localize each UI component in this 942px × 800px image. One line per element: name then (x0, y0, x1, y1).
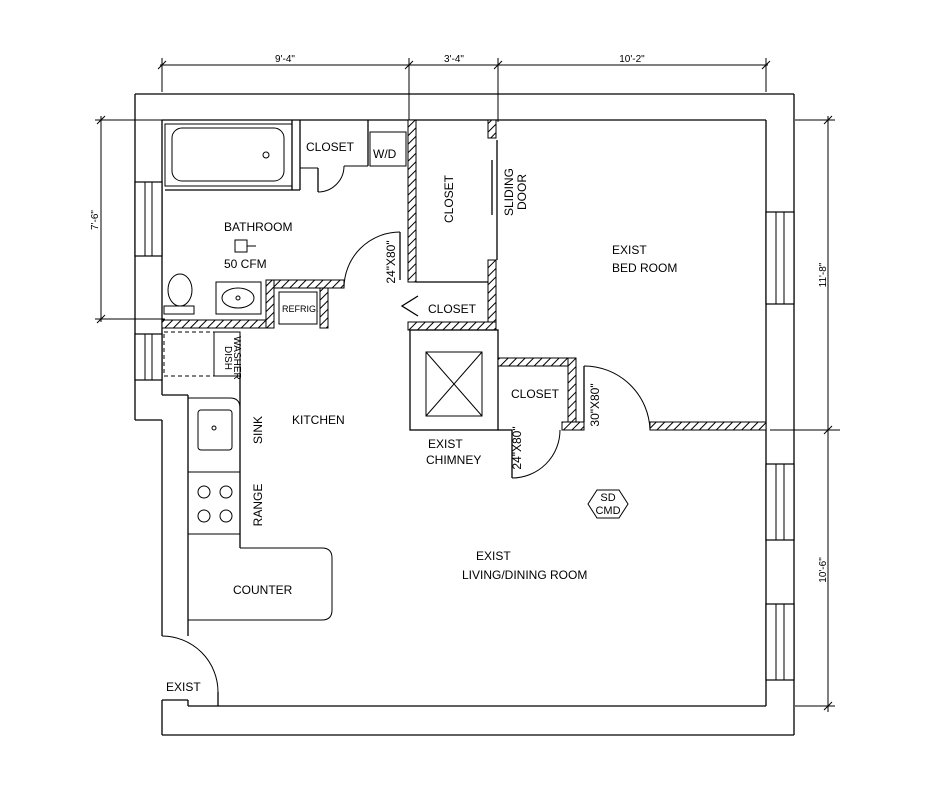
label-counter: COUNTER (233, 583, 293, 597)
label-wd: W/D (373, 147, 397, 161)
exhaust-fan (234, 239, 256, 253)
label-closet-chimney: CLOSET (511, 387, 560, 401)
entry-door-swing (161, 635, 219, 693)
chimney-closet-right-wall (567, 357, 577, 429)
bath-door-swing (343, 231, 401, 289)
dim-left: 7'-6" (90, 210, 101, 230)
label-door: DOOR (515, 174, 529, 210)
label-sliding: SLIDING (502, 168, 516, 216)
label-bedroom-door: 30"X80" (588, 383, 602, 426)
refrig-wall-top (273, 279, 345, 289)
label-bathroom: BATHROOM (224, 220, 292, 234)
dim-top-2: 3'-4" (444, 54, 464, 65)
dim-right-upper: 11'-8" (818, 262, 829, 287)
bedroom-bottom-wall (649, 421, 767, 431)
label-entry: EXIST (166, 680, 201, 694)
window-right-2 (765, 463, 795, 541)
refrig-wall-right (319, 287, 329, 329)
dim-top-3: 10'-2" (619, 54, 645, 65)
label-bedroom-exist: EXIST (612, 243, 647, 257)
label-range: RANGE (251, 484, 265, 527)
label-living-exist: EXIST (476, 549, 511, 563)
smoke-detector (587, 489, 629, 519)
hall-closet-left-wall (407, 119, 417, 283)
label-chimney: CHIMNEY (426, 453, 481, 467)
entry-closet-door (400, 295, 419, 317)
label-cmd: CMD (595, 505, 620, 517)
closet-door-swing (511, 429, 561, 479)
counter (188, 547, 333, 621)
chimney-closet-top-wall (497, 357, 577, 367)
label-fan: 50 CFM (224, 257, 267, 271)
entry-closet-bottom-wall (407, 321, 497, 331)
label-kitchen: KITCHEN (292, 413, 345, 427)
bathtub (164, 123, 293, 187)
dimension-right: 11'-8" 10'-6" (770, 115, 840, 712)
window-right-1 (765, 211, 795, 305)
label-closet-hall: CLOSET (442, 174, 456, 223)
chimney (409, 329, 499, 431)
closet-bath (300, 120, 369, 193)
label-closet-entry: CLOSET (428, 302, 477, 316)
dishwasher (163, 331, 241, 377)
kitchen-sink (197, 409, 233, 451)
refrig-wall-left (265, 279, 275, 329)
washer-dryer (369, 131, 407, 167)
bathroom-sink (215, 281, 262, 315)
range (187, 471, 241, 535)
label-refrig: REFRIG. (282, 304, 319, 314)
label-bath-door: 24"X80" (384, 240, 398, 283)
label-sink: SINK (251, 416, 265, 444)
label-bedroom: BED ROOM (612, 261, 677, 275)
refrigerator (278, 291, 318, 325)
hall-closet-right-wall-top (487, 119, 497, 139)
dimension-top: 9'-4" 3'-4" 10'-2" (157, 54, 771, 122)
label-closet-bath: CLOSET (306, 140, 355, 154)
kitchen-counter-top (188, 397, 241, 409)
bedroom-door-swing (583, 365, 651, 431)
dim-right-lower: 10'-6" (818, 557, 829, 583)
hall-closet-right-wall-bottom (487, 259, 497, 331)
dimension-left: 7'-6" (90, 115, 165, 324)
label-dishwasher-2: WASHER (231, 336, 242, 380)
window-right-3 (765, 603, 795, 681)
label-sd: SD (600, 492, 615, 504)
label-closet-door: 24"X80" (510, 426, 524, 469)
toilet (163, 273, 195, 315)
window-left-upper (134, 181, 163, 257)
chimney-closet-stub (561, 421, 585, 431)
label-dishwasher-1: DISH (222, 346, 233, 370)
dim-top-1: 9'-4" (275, 54, 295, 65)
bath-bottom-wall (161, 319, 275, 329)
label-chimney-exist: EXIST (428, 437, 463, 451)
window-left-lower (134, 333, 163, 381)
label-living: LIVING/DINING ROOM (462, 568, 587, 582)
